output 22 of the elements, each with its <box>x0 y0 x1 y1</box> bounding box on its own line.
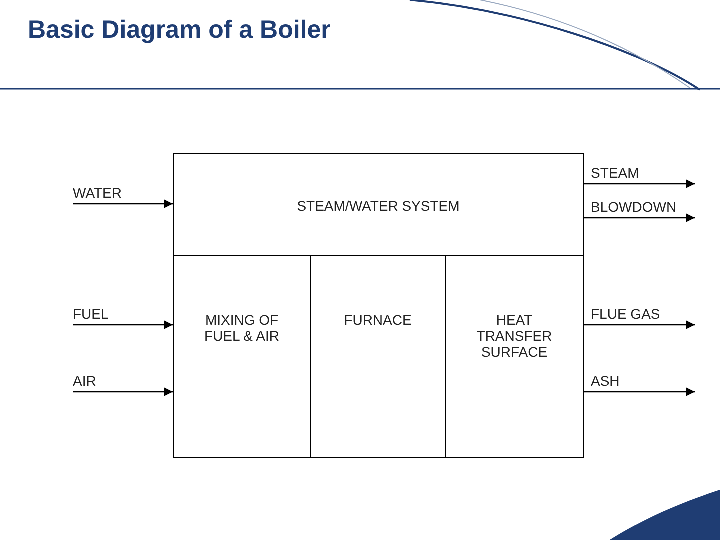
edge-label: FLUE GAS <box>591 306 660 322</box>
edge-label: WATER <box>73 185 122 201</box>
box-label: HEAT TRANSFER SURFACE <box>476 312 554 360</box>
arrow <box>73 200 173 208</box>
edge-label: ASH <box>591 373 620 389</box>
edge-label: FUEL <box>73 306 109 322</box>
process-box <box>173 255 311 458</box>
arrow <box>584 214 695 222</box>
process-box <box>445 255 584 458</box>
arrow <box>584 388 695 396</box>
edge-label: AIR <box>73 373 96 389</box>
arrow <box>584 320 695 330</box>
edge-label: STEAM <box>591 165 640 181</box>
slide-title: Basic Diagram of a Boiler <box>28 16 331 45</box>
box-label: STEAM/WATER SYSTEM <box>296 198 461 214</box>
box-label: MIXING OF FUEL & AIR <box>204 312 280 344</box>
arrow <box>584 180 695 188</box>
arrow <box>73 320 173 330</box>
arrow <box>73 388 173 396</box>
edge-label: BLOWDOWN <box>591 199 677 215</box>
box-label: FURNACE <box>343 312 413 328</box>
process-box <box>173 153 584 256</box>
